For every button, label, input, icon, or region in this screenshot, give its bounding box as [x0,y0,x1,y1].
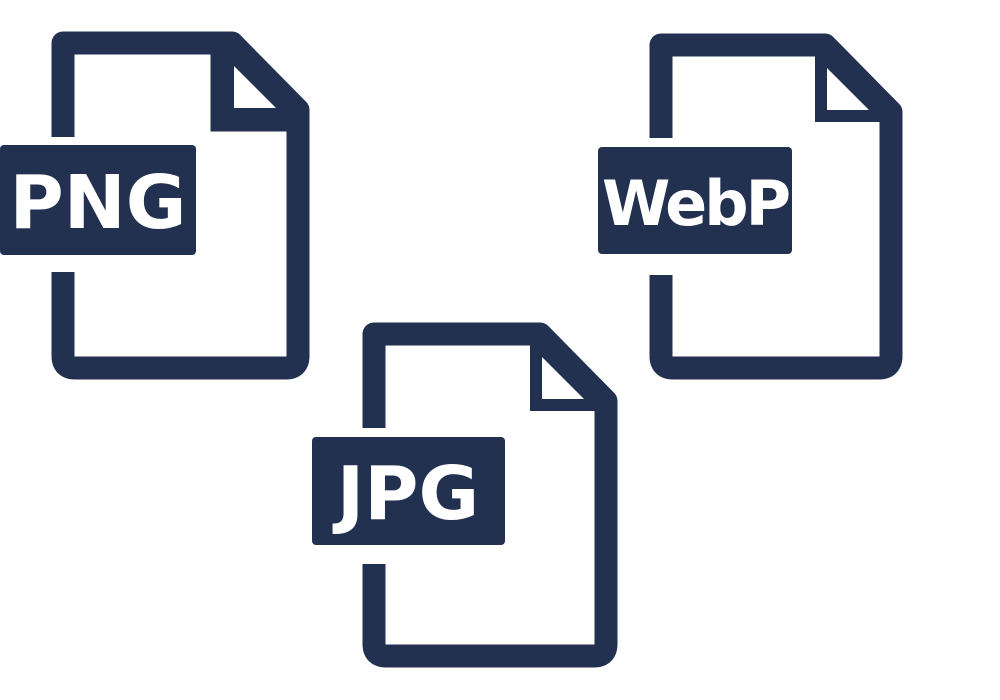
document-outline [362,322,618,668]
png-label: PNG [10,160,187,246]
webp-label: WebP [602,167,789,240]
webp-file-shape: WebP [597,33,903,380]
jpg-file-icon: JPG [310,322,625,668]
png-file-shape: PNG [0,31,310,380]
folded-corner-inner [542,357,584,399]
folded-corner-inner [234,66,276,108]
document-outline [649,33,903,380]
folded-corner-inner [827,68,869,110]
jpg-file-shape: JPG [310,322,618,668]
png-file-icon: PNG [0,28,315,380]
document-outline [51,31,310,380]
webp-file-icon: WebP [597,30,912,380]
jpg-label: JPG [332,451,480,537]
label-block [0,145,196,255]
label-block [312,437,505,545]
label-block [598,147,792,254]
